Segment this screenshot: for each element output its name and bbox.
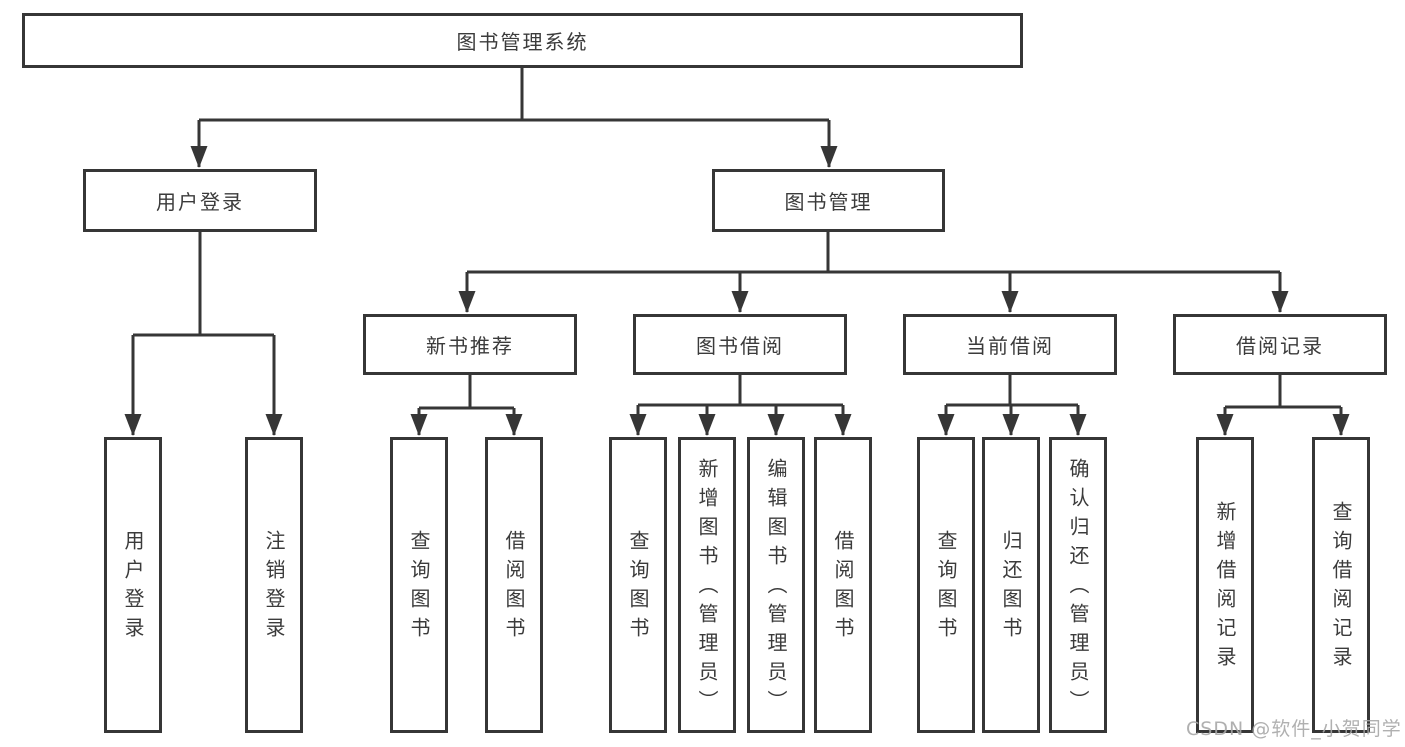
node-borrow-records: 借阅记录 bbox=[1173, 314, 1387, 375]
node-leaf-return-books: 归还图书 bbox=[982, 437, 1040, 733]
node-leaf-query-books-1: 查询图书 bbox=[390, 437, 448, 733]
node-book-management-system: 图书管理系统 bbox=[22, 13, 1023, 68]
node-leaf-borrow-books-2: 借阅图书 bbox=[814, 437, 872, 733]
node-user-login: 用户登录 bbox=[83, 169, 317, 232]
node-leaf-query-books-3: 查询图书 bbox=[917, 437, 975, 733]
node-book-borrow: 图书借阅 bbox=[633, 314, 847, 375]
node-leaf-edit-books-admin: 编辑图书（管理员） bbox=[747, 437, 805, 733]
node-current-borrow: 当前借阅 bbox=[903, 314, 1117, 375]
node-leaf-add-books-admin: 新增图书（管理员） bbox=[678, 437, 736, 733]
node-leaf-query-books-2: 查询图书 bbox=[609, 437, 667, 733]
node-leaf-logout: 注销登录 bbox=[245, 437, 303, 733]
node-leaf-add-borrow-record: 新增借阅记录 bbox=[1196, 437, 1254, 733]
node-leaf-query-borrow-record: 查询借阅记录 bbox=[1312, 437, 1370, 733]
node-leaf-confirm-return-admin: 确认归还（管理员） bbox=[1049, 437, 1107, 733]
csdn-watermark: CSDN @软件_小贺同学 bbox=[1186, 718, 1402, 740]
node-leaf-borrow-books-1: 借阅图书 bbox=[485, 437, 543, 733]
node-leaf-user-login: 用户登录 bbox=[104, 437, 162, 733]
node-book-management: 图书管理 bbox=[712, 169, 945, 232]
node-new-book-recommend: 新书推荐 bbox=[363, 314, 577, 375]
